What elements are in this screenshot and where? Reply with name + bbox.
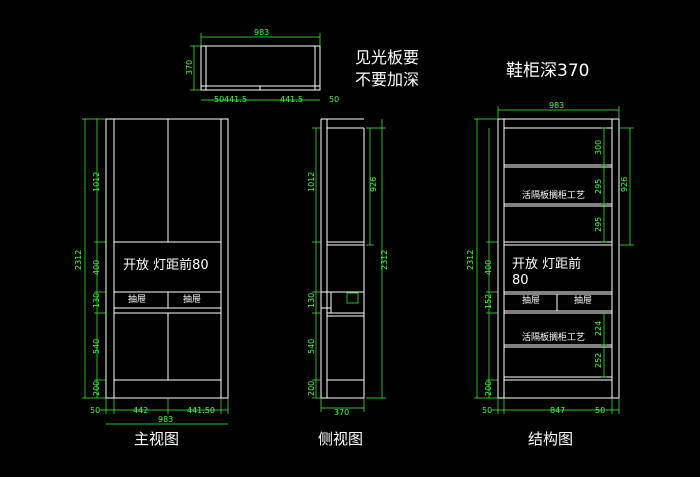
side-dim-base: 200 <box>307 381 316 396</box>
struct-dim-open: 400 <box>484 260 493 275</box>
side-dim-lower: 540 <box>307 339 316 354</box>
structure-open-label-1: 开放 灯距前 <box>512 257 582 272</box>
top-dim-depth: 370 <box>185 60 194 75</box>
light-board-note-2: 不要加深 <box>355 70 420 89</box>
struct-dim-inner: 847 <box>550 406 565 415</box>
structure-drawer-left: 抽屉 <box>522 296 541 306</box>
struct-dim-total: 2312 <box>466 250 475 270</box>
top-dim-width: 983 <box>254 28 269 37</box>
shoe-depth-note: 鞋柜深370 <box>506 61 590 81</box>
struct-dim-s2: 295 <box>594 179 603 194</box>
side-view-dims <box>312 119 386 412</box>
struct-dim-lower-a: 224 <box>594 321 603 336</box>
structure-drawer-right: 抽屉 <box>574 296 593 306</box>
struct-dim-s3: 295 <box>594 217 603 232</box>
side-dim-upper: 1012 <box>307 172 316 192</box>
side-dim-drawer: 130 <box>307 293 316 308</box>
side-dim-total: 2312 <box>380 250 389 270</box>
structure-view-title: 结构图 <box>528 430 574 448</box>
front-dim-door-left: 442 <box>133 406 148 415</box>
top-dim-c: 441.5 <box>280 95 303 104</box>
top-dim-a: 50 <box>214 95 224 104</box>
top-view-dims <box>190 33 321 101</box>
struct-dim-drawer: 152 <box>484 294 493 309</box>
struct-dim-lower-b: 252 <box>594 353 603 368</box>
front-dim-open: 400 <box>92 260 101 275</box>
structure-shelf-label-bottom: 活隔板搁柜工艺 <box>522 333 586 343</box>
front-view-title: 主视图 <box>134 430 180 448</box>
front-drawer-right: 抽屉 <box>183 295 202 305</box>
struct-dim-side-left: 50 <box>482 406 492 415</box>
front-dim-lower: 540 <box>92 339 101 354</box>
front-dim-total: 2312 <box>74 250 83 270</box>
top-dim-d: 50 <box>329 95 339 104</box>
front-dim-width: 983 <box>158 415 173 424</box>
light-board-note-1: 见光板要 <box>355 48 420 67</box>
side-dim-depth: 370 <box>334 408 349 417</box>
struct-dim-side-right: 50 <box>595 406 605 415</box>
side-view-title: 侧视图 <box>318 430 364 448</box>
structure-open-label-2: 80 <box>512 273 529 288</box>
front-drawer-left: 抽屉 <box>128 295 147 305</box>
structure-view-dims <box>474 106 634 414</box>
struct-dim-s1: 300 <box>594 140 603 155</box>
side-dim-open: 926 <box>369 177 378 192</box>
top-dim-b: 441.5 <box>224 95 247 104</box>
struct-dim-width-top: 983 <box>549 101 564 110</box>
struct-dim-base: 200 <box>484 381 493 396</box>
struct-dim-right: 926 <box>620 177 629 192</box>
front-dim-drawer: 130 <box>92 293 101 308</box>
front-dim-base: 200 <box>92 381 101 396</box>
front-open-label: 开放 灯距前80 <box>123 258 209 273</box>
structure-shelf-label-top: 活隔板搁柜工艺 <box>522 191 586 201</box>
front-view <box>105 118 229 399</box>
structure-view <box>497 118 620 399</box>
front-dim-door-right: 441.50 <box>187 406 215 415</box>
front-dim-side-left: 50 <box>90 406 100 415</box>
top-view <box>200 45 321 91</box>
front-view-dims <box>82 118 229 425</box>
side-view <box>320 118 365 399</box>
front-dim-upper: 1012 <box>92 172 101 192</box>
